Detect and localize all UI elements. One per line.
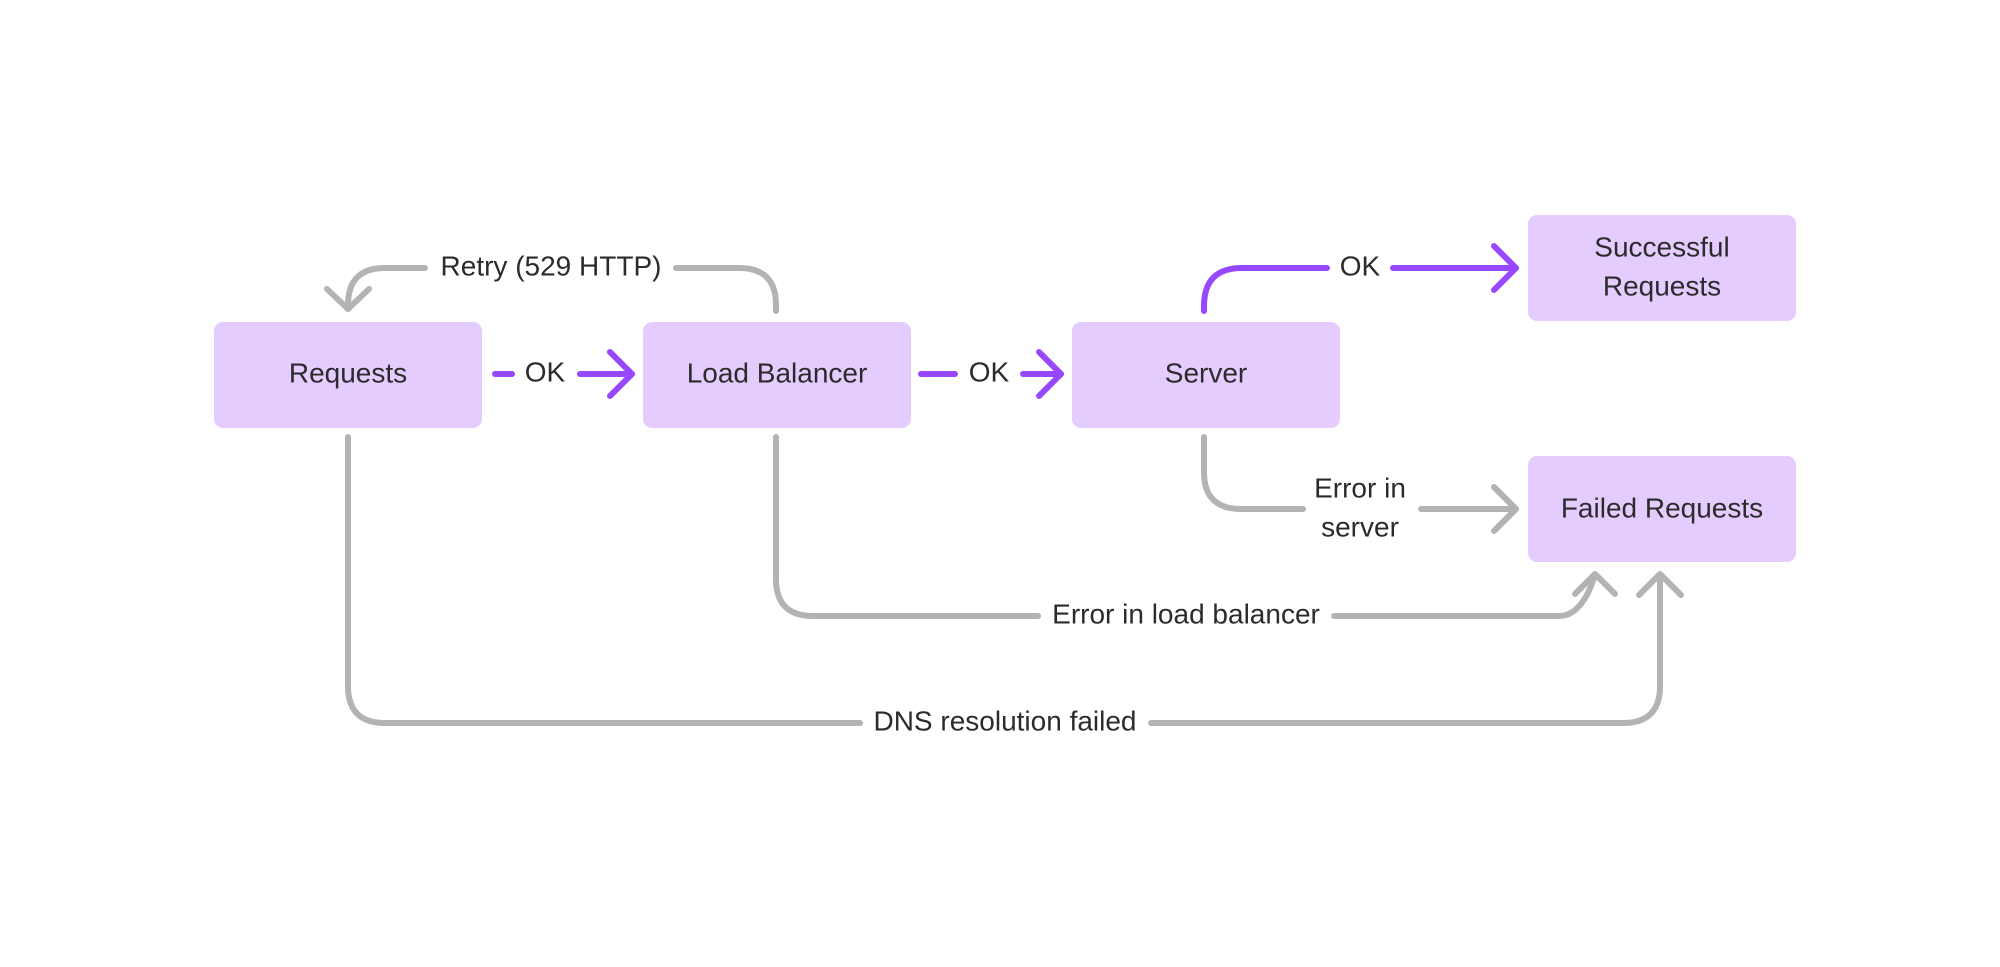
node-label: Requests xyxy=(289,357,407,388)
edge-label-error-load-balancer: Error in load balancer xyxy=(1052,598,1320,629)
arrowhead-right-icon xyxy=(1036,349,1064,399)
node-box xyxy=(1072,322,1340,428)
arrowhead-right-icon xyxy=(1491,484,1519,534)
arrowhead-down-icon xyxy=(324,286,372,312)
node-label: Server xyxy=(1165,357,1247,388)
node-failed-requests: Failed Requests xyxy=(1528,456,1796,562)
edge-line-segment xyxy=(345,265,428,312)
node-box xyxy=(214,322,482,428)
node-label-line1: Successful xyxy=(1594,231,1729,262)
edge-line-segment xyxy=(1201,434,1306,512)
node-requests: Requests xyxy=(214,322,482,428)
node-server: Server xyxy=(1072,322,1340,428)
node-box xyxy=(1528,456,1796,562)
node-successful-requests: Successful Requests xyxy=(1528,215,1796,321)
edge-label-error-server-line2: server xyxy=(1321,511,1399,542)
edge-label-retry: Retry (529 HTTP) xyxy=(441,250,662,281)
edge-load-balancer-to-failed: Error in load balancer xyxy=(773,434,1618,629)
edge-label-ok: OK xyxy=(969,356,1010,387)
node-load-balancer: Load Balancer xyxy=(643,322,911,428)
edge-server-to-successful: OK xyxy=(1201,243,1519,314)
edge-line-segment xyxy=(673,265,779,314)
edge-line-segment xyxy=(773,434,1041,619)
edge-retry-to-requests: Retry (529 HTTP) xyxy=(324,250,779,314)
edge-server-to-failed: Error in server xyxy=(1201,434,1519,542)
arrowhead-up-icon xyxy=(1636,571,1684,598)
arrowhead-right-icon xyxy=(607,349,635,399)
edge-line-segment xyxy=(345,434,863,726)
node-box xyxy=(1528,215,1796,321)
edge-label-dns-failed: DNS resolution failed xyxy=(873,705,1136,736)
edge-requests-to-load-balancer: OK xyxy=(492,349,635,399)
edge-load-balancer-to-server: OK xyxy=(918,349,1064,399)
arrowhead-right-icon xyxy=(1491,243,1519,293)
edge-label-ok: OK xyxy=(1340,250,1381,281)
node-label: Failed Requests xyxy=(1561,492,1763,523)
edge-requests-to-failed: DNS resolution failed xyxy=(345,434,1684,736)
edge-label-ok: OK xyxy=(525,356,566,387)
node-box xyxy=(643,322,911,428)
edge-line-segment xyxy=(1331,572,1598,619)
node-label: Load Balancer xyxy=(687,357,868,388)
arrowhead-up-icon xyxy=(1572,571,1618,597)
edge-line-segment xyxy=(1201,265,1330,314)
node-label-line2: Requests xyxy=(1603,270,1721,301)
edge-label-error-server-line1: Error in xyxy=(1314,472,1406,503)
edge-line-segment xyxy=(1148,572,1663,726)
